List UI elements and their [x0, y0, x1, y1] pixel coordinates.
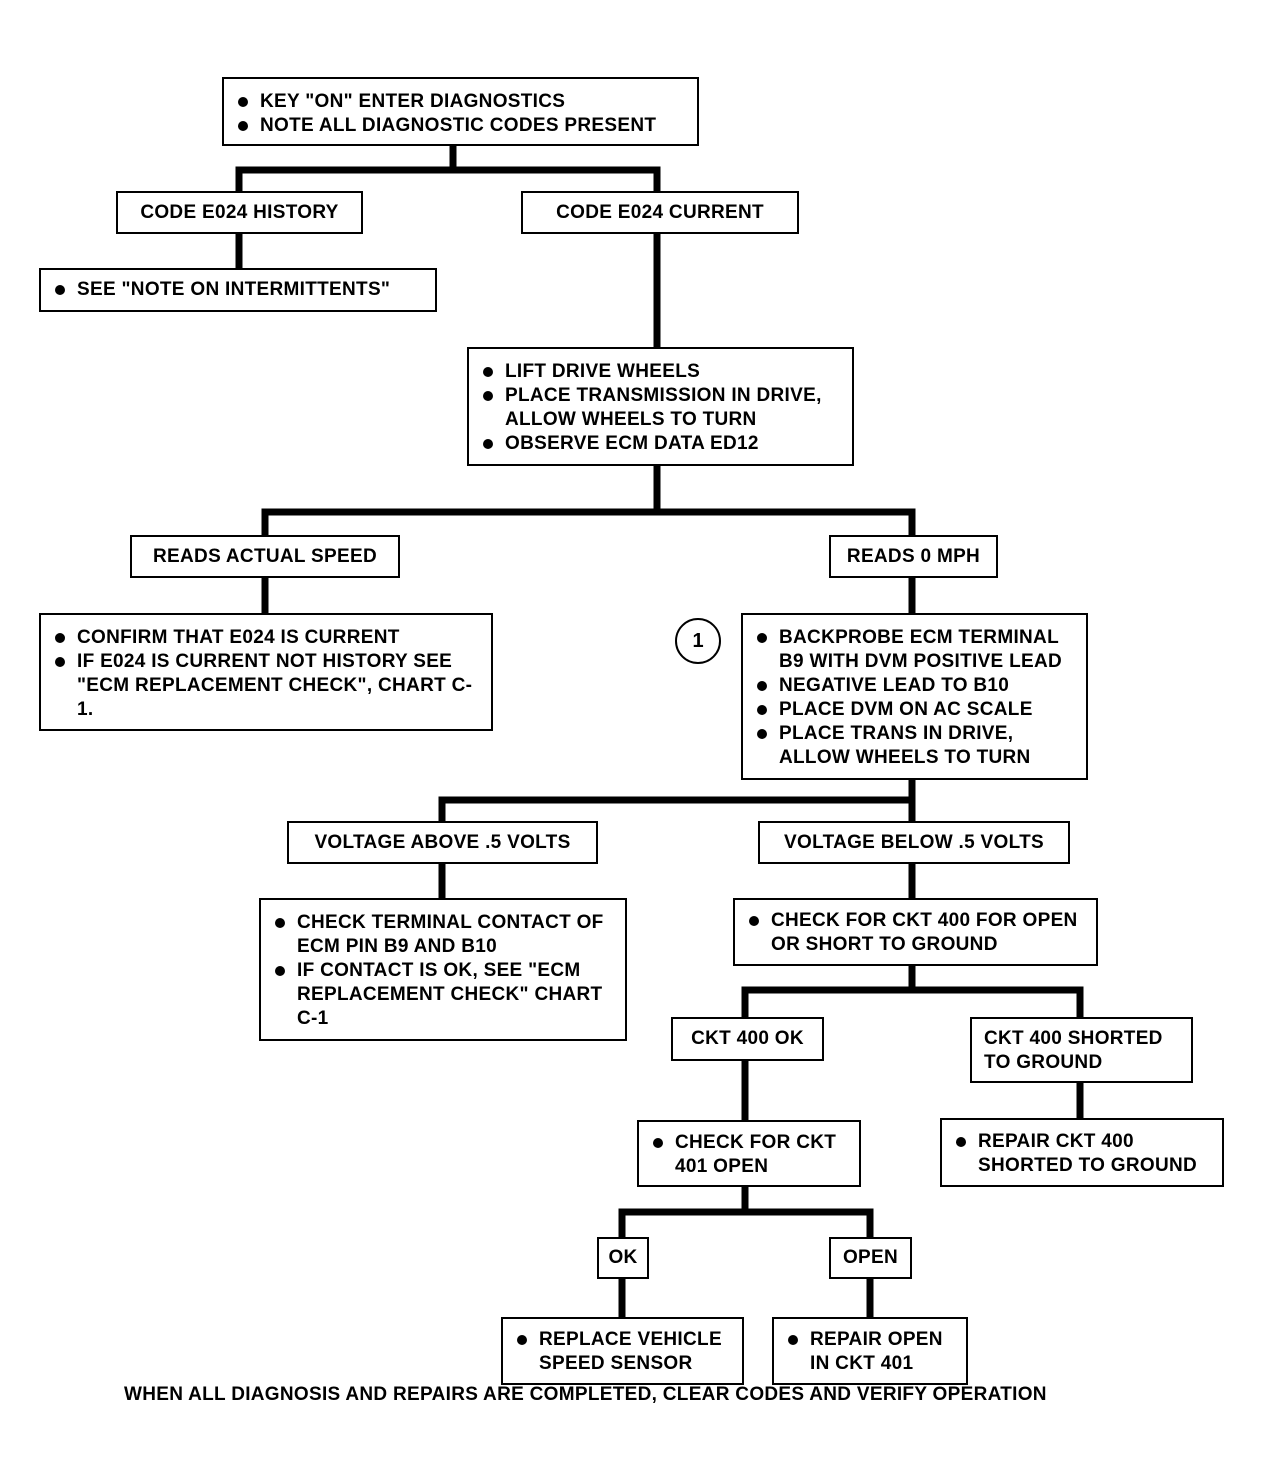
list-item: PLACE TRANS IN DRIVE, ALLOW WHEELS TO TU…	[755, 722, 1084, 770]
list-item: CHECK FOR CKT 401 OPEN	[651, 1131, 853, 1179]
check-ckt400-box: CHECK FOR CKT 400 FOR OPEN OR SHORT TO G…	[733, 898, 1098, 966]
voltage-above-box: VOLTAGE ABOVE .5 VOLTS	[287, 821, 598, 864]
ckt401-open-label: OPEN	[842, 1247, 899, 1268]
voltage-below-label: VOLTAGE BELOW .5 VOLTS	[784, 831, 1044, 853]
list-item: CONFIRM THAT E024 IS CURRENT	[53, 626, 485, 650]
step-marker-number: 1	[692, 629, 704, 652]
check-ckt401-box: CHECK FOR CKT 401 OPEN	[637, 1120, 861, 1187]
reads-zero-mph-box: READS 0 MPH	[829, 535, 998, 578]
check-terminal-box: CHECK TERMINAL CONTACT OF ECM PIN B9 AND…	[259, 898, 627, 1041]
ckt401-open-box: OPEN	[829, 1237, 912, 1279]
code-history-label: CODE E024 HISTORY	[140, 201, 339, 223]
code-history-box: CODE E024 HISTORY	[116, 191, 363, 234]
list-item: REPLACE VEHICLE SPEED SENSOR	[515, 1328, 736, 1376]
list-item: BACKPROBE ECM TERMINAL B9 WITH DVM POSIT…	[755, 626, 1084, 674]
list-item: KEY "ON" ENTER DIAGNOSTICS	[236, 90, 691, 114]
list-item: NOTE ALL DIAGNOSTIC CODES PRESENT	[236, 114, 691, 138]
list-item: OBSERVE ECM DATA ED12	[481, 432, 846, 456]
start-box: KEY "ON" ENTER DIAGNOSTICS NOTE ALL DIAG…	[222, 77, 699, 146]
confirm-current-box: CONFIRM THAT E024 IS CURRENT IF E024 IS …	[39, 613, 493, 731]
list-item: REPAIR CKT 400 SHORTED TO GROUND	[954, 1130, 1216, 1178]
repair-ckt400-box: REPAIR CKT 400 SHORTED TO GROUND	[940, 1118, 1224, 1187]
ckt401-ok-box: OK	[597, 1237, 649, 1279]
voltage-above-label: VOLTAGE ABOVE .5 VOLTS	[314, 831, 571, 853]
voltage-below-box: VOLTAGE BELOW .5 VOLTS	[758, 821, 1070, 864]
step-marker: 1	[675, 618, 721, 664]
backprobe-box: BACKPROBE ECM TERMINAL B9 WITH DVM POSIT…	[741, 613, 1088, 780]
lift-drive-wheels-box: LIFT DRIVE WHEELS PLACE TRANSMISSION IN …	[467, 347, 854, 466]
list-item: NEGATIVE LEAD TO B10	[755, 674, 1084, 698]
intermittents-box: SEE "NOTE ON INTERMITTENTS"	[39, 268, 437, 312]
list-item: REPAIR OPEN IN CKT 401	[786, 1328, 960, 1376]
code-current-box: CODE E024 CURRENT	[521, 191, 799, 234]
list-item: PLACE TRANSMISSION IN DRIVE, ALLOW WHEEL…	[481, 384, 846, 432]
repair-open-box: REPAIR OPEN IN CKT 401	[772, 1317, 968, 1385]
list-item: LIFT DRIVE WHEELS	[481, 360, 846, 384]
footer-note: WHEN ALL DIAGNOSIS AND REPAIRS ARE COMPL…	[124, 1384, 1047, 1405]
ckt400-ok-label: CKT 400 OK	[691, 1028, 804, 1049]
ckt400-shorted-box: CKT 400 SHORTED TO GROUND	[970, 1017, 1193, 1083]
list-item: IF E024 IS CURRENT NOT HISTORY SEE "ECM …	[53, 650, 485, 722]
list-item: CHECK FOR CKT 400 FOR OPEN OR SHORT TO G…	[747, 909, 1090, 957]
list-item: CHECK TERMINAL CONTACT OF ECM PIN B9 AND…	[273, 911, 619, 959]
ckt400-shorted-label: CKT 400 SHORTED TO GROUND	[984, 1028, 1163, 1073]
replace-sensor-box: REPLACE VEHICLE SPEED SENSOR	[501, 1317, 744, 1385]
code-current-label: CODE E024 CURRENT	[556, 201, 764, 223]
ckt400-ok-box: CKT 400 OK	[671, 1017, 824, 1061]
reads-actual-speed-box: READS ACTUAL SPEED	[130, 535, 400, 578]
list-item: PLACE DVM ON AC SCALE	[755, 698, 1084, 722]
ckt401-ok-label: OK	[608, 1247, 638, 1268]
list-item: IF CONTACT IS OK, SEE "ECM REPLACEMENT C…	[273, 959, 619, 1031]
reads-zero-mph-label: READS 0 MPH	[846, 545, 981, 567]
list-item: SEE "NOTE ON INTERMITTENTS"	[53, 278, 429, 302]
reads-actual-speed-label: READS ACTUAL SPEED	[153, 545, 377, 567]
